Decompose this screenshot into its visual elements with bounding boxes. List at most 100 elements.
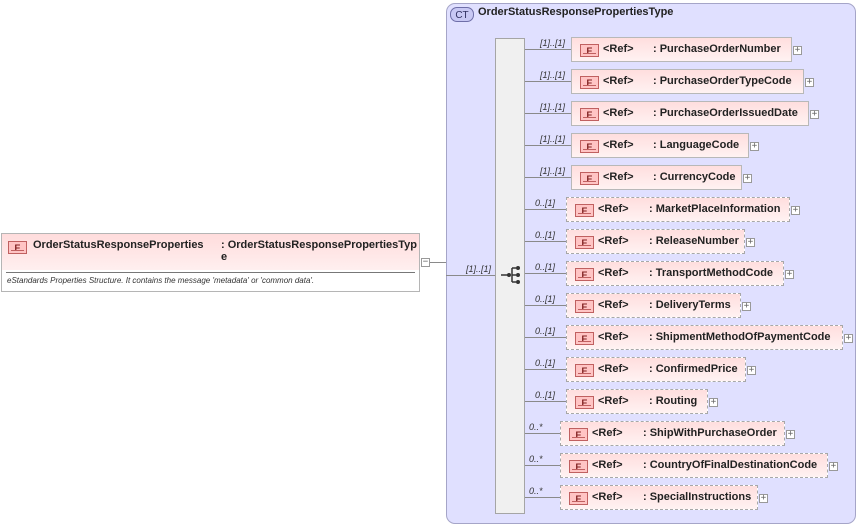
child-occurrence: [1]..[1] bbox=[540, 70, 566, 80]
child-element-header bbox=[572, 102, 808, 125]
expand-toggle-icon[interactable]: + bbox=[791, 205, 800, 215]
child-element-card[interactable]: E <Ref> : CurrencyCode bbox=[571, 165, 742, 190]
expand-toggle-icon[interactable]: + bbox=[743, 173, 752, 183]
child-occurrence: [1]..[1] bbox=[540, 166, 566, 176]
main-element-type: : OrderStatusResponsePropertiesType bbox=[221, 239, 418, 263]
expand-toggle-icon[interactable]: + bbox=[750, 141, 759, 151]
expand-toggle-icon[interactable]: + bbox=[759, 493, 768, 503]
connector-line bbox=[430, 262, 446, 263]
expand-toggle-icon[interactable]: + bbox=[746, 237, 755, 247]
element-badge: E bbox=[580, 140, 599, 153]
expand-toggle-icon[interactable]: + bbox=[786, 429, 795, 439]
child-element-card[interactable]: E<Ref>: LanguageCode bbox=[571, 133, 749, 158]
main-element-name: OrderStatusResponseProperties bbox=[33, 239, 204, 251]
expand-toggle-icon[interactable]: + bbox=[785, 269, 794, 279]
connector-line bbox=[525, 465, 560, 466]
child-occurrence: 0..[1] bbox=[535, 230, 556, 240]
child-element-header bbox=[561, 422, 784, 445]
child-occurrence: [1]..[1] bbox=[540, 102, 566, 112]
child-ref-label: <Ref> bbox=[592, 491, 623, 503]
child-element-name: : PurchaseOrderNumber bbox=[653, 43, 781, 55]
child-ref-label: <Ref> bbox=[603, 43, 634, 55]
child-ref-label: <Ref> bbox=[598, 267, 629, 279]
child-element-name: : ShipmentMethodOfPaymentCode bbox=[649, 331, 831, 343]
child-element-name: : DeliveryTerms bbox=[649, 299, 731, 311]
connector-line bbox=[525, 433, 560, 434]
child-element-header bbox=[567, 198, 789, 221]
child-element-card[interactable]: E<Ref>: ReleaseNumber bbox=[566, 229, 745, 254]
child-ref-label: <Ref> bbox=[598, 299, 629, 311]
child-element-card[interactable]: E <Ref> : DeliveryTerms bbox=[566, 293, 741, 318]
child-ref-label: <Ref> bbox=[592, 427, 623, 439]
child-element-card[interactable]: E <Ref> : ShipmentMethodOfPaymentCode bbox=[566, 325, 843, 350]
sequence-icon bbox=[501, 266, 520, 284]
child-occurrence: 0..[1] bbox=[535, 262, 556, 272]
child-ref-label: <Ref> bbox=[598, 331, 629, 343]
child-element-name: : Routing bbox=[649, 395, 698, 407]
expand-toggle-icon[interactable]: + bbox=[793, 45, 802, 55]
connector-line bbox=[525, 81, 571, 82]
element-badge: E bbox=[569, 428, 588, 441]
collapse-toggle-icon[interactable]: − bbox=[421, 257, 430, 267]
child-occurrence: 0..* bbox=[529, 422, 543, 432]
child-element-name: : TransportMethodCode bbox=[649, 267, 774, 279]
element-badge: E bbox=[575, 364, 594, 377]
child-element-header bbox=[567, 358, 745, 381]
connector-line bbox=[446, 275, 495, 276]
child-element-card[interactable]: E<Ref>: CountryOfFinalDestinationCode bbox=[560, 453, 828, 478]
connector-line bbox=[525, 145, 571, 146]
expand-toggle-icon[interactable]: + bbox=[829, 461, 838, 471]
element-badge: E bbox=[575, 204, 594, 217]
expand-toggle-icon[interactable]: + bbox=[709, 397, 718, 407]
child-element-header bbox=[567, 230, 744, 253]
child-element-header bbox=[567, 262, 783, 285]
child-occurrence: 0..[1] bbox=[535, 390, 556, 400]
connector-line bbox=[525, 209, 566, 210]
element-badge: E bbox=[575, 268, 594, 281]
child-element-card[interactable]: E<Ref>: SpecialInstructions bbox=[560, 485, 758, 510]
child-occurrence: 0..[1] bbox=[535, 326, 556, 336]
child-element-card[interactable]: E<Ref>: ConfirmedPrice bbox=[566, 357, 746, 382]
child-occurrence: 0..[1] bbox=[535, 198, 556, 208]
connector-line bbox=[525, 241, 566, 242]
child-ref-label: <Ref> bbox=[603, 75, 634, 87]
element-badge: E bbox=[575, 332, 594, 345]
child-ref-label: <Ref> bbox=[598, 395, 629, 407]
child-element-card[interactable]: E <Ref> : ShipWithPurchaseOrder bbox=[560, 421, 785, 446]
child-element-card[interactable]: E<Ref>: PurchaseOrderTypeCode bbox=[571, 69, 804, 94]
child-element-card[interactable]: E<Ref>: MarketPlaceInformation bbox=[566, 197, 790, 222]
child-occurrence: [1]..[1] bbox=[540, 38, 566, 48]
element-badge: E bbox=[580, 76, 599, 89]
child-ref-label: <Ref> bbox=[598, 235, 629, 247]
element-badge: E bbox=[575, 300, 594, 313]
child-occurrence: 0..* bbox=[529, 454, 543, 464]
child-ref-label: <Ref> bbox=[603, 171, 634, 183]
expand-toggle-icon[interactable]: + bbox=[844, 333, 853, 343]
element-badge: E bbox=[580, 172, 599, 185]
child-occurrence: [1]..[1] bbox=[540, 134, 566, 144]
expand-toggle-icon[interactable]: + bbox=[810, 109, 819, 119]
child-element-card[interactable]: E<Ref>: PurchaseOrderIssuedDate bbox=[571, 101, 809, 126]
complex-type-name: OrderStatusResponsePropertiesType bbox=[478, 6, 674, 18]
child-element-card[interactable]: E <Ref> : TransportMethodCode bbox=[566, 261, 784, 286]
main-occurrence: [1]..[1] bbox=[466, 264, 492, 274]
element-badge: E bbox=[575, 236, 594, 249]
child-element-header bbox=[572, 70, 803, 93]
child-element-card[interactable]: E<Ref>: PurchaseOrderNumber bbox=[571, 37, 792, 62]
child-element-name: : CountryOfFinalDestinationCode bbox=[643, 459, 818, 471]
child-element-header bbox=[567, 294, 740, 317]
expand-toggle-icon[interactable]: + bbox=[742, 301, 751, 311]
connector-line bbox=[525, 369, 566, 370]
child-element-name: : ShipWithPurchaseOrder bbox=[643, 427, 777, 439]
child-ref-label: <Ref> bbox=[603, 107, 634, 119]
child-element-name: : CurrencyCode bbox=[653, 171, 736, 183]
child-element-card[interactable]: E<Ref>: Routing bbox=[566, 389, 708, 414]
connector-line bbox=[525, 337, 566, 338]
expand-toggle-icon[interactable]: + bbox=[805, 77, 814, 87]
child-occurrence: 0..* bbox=[529, 486, 543, 496]
expand-toggle-icon[interactable]: + bbox=[747, 365, 756, 375]
child-element-header bbox=[572, 38, 791, 61]
child-element-name: : MarketPlaceInformation bbox=[649, 203, 781, 215]
main-element-box[interactable]: E OrderStatusResponseProperties : OrderS… bbox=[1, 233, 420, 292]
complex-type-badge: CT bbox=[450, 7, 474, 22]
